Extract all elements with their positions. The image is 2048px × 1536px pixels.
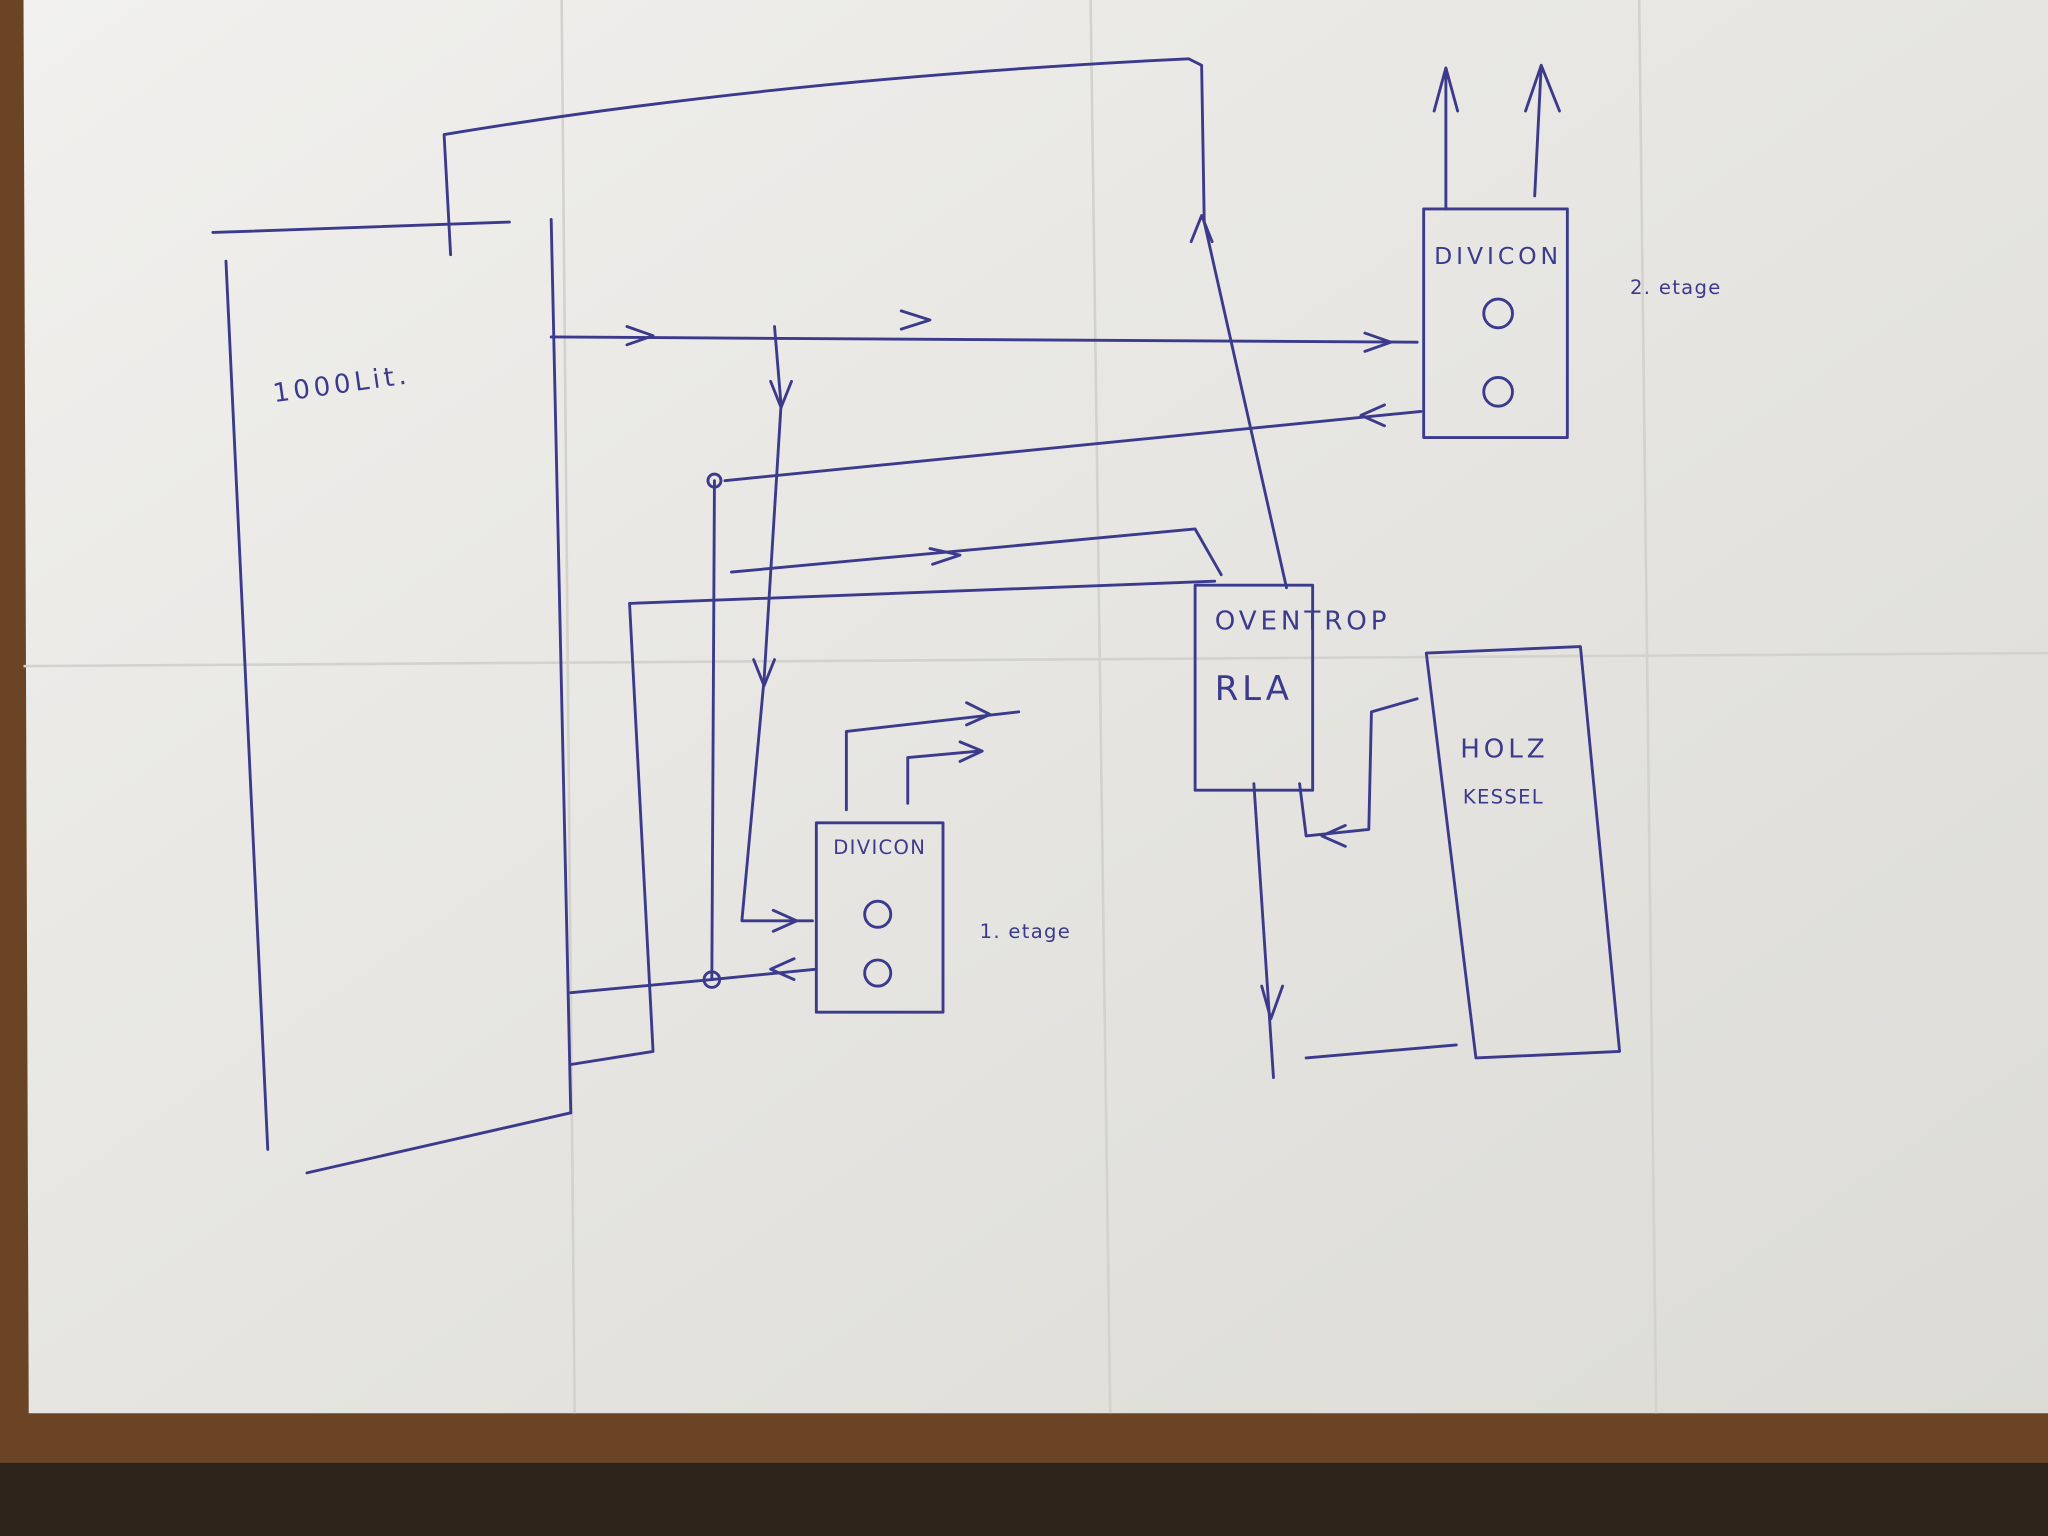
divicon-2nd-floor: DIVICON 2. etage [1422,63,1722,439]
table-shadow [0,1462,2048,1536]
divicon-lower-label: DIVICON [833,836,926,859]
arrow-up-icon [1432,63,1561,211]
arrow-up-icon [1189,214,1214,244]
pump-icon [863,899,893,929]
pipe-supply [549,335,1419,344]
pipe-return-riser [710,479,716,982]
pipe-boiler-to-valve [1298,697,1419,838]
boiler-label-line2: KESSEL [1463,785,1544,808]
pipe-valve-upper [729,527,1223,577]
pipe-return-upper [723,409,1423,483]
junction-icon [706,472,723,489]
floor-label-1: 1. etage [980,920,1072,943]
pipe-tank-to-valve [569,579,1217,1066]
paper-sheet [23,0,2048,1414]
oventrop-rla-valve: OVENTROP RLA [1193,583,1391,792]
arrow-left-icon [769,957,796,982]
arrow-left-icon [1359,403,1386,428]
arrow-right-icon [928,547,962,566]
pipe-boiler-bottom [1304,1043,1458,1060]
boiler-label-line1: HOLZ [1460,735,1548,765]
arrow-left-icon [1320,824,1347,848]
valve-icon [1482,376,1514,408]
valve-label-line1: OVENTROP [1215,607,1391,637]
junction-icon [702,970,722,989]
arrow-right-icon [625,309,1393,353]
divicon-upper-label: DIVICON [1434,242,1562,270]
arrow-down-icon [752,379,799,933]
valve-label-line2: RLA [1215,669,1293,709]
pipe-branch-lower [740,325,814,923]
wood-boiler: HOLZ KESSEL [1424,645,1622,1060]
valve-icon [863,958,893,988]
divicon-1st-floor: DIVICON 1. etage [814,701,1072,1014]
pipes [442,57,1458,1079]
arrow-down-icon [1260,984,1285,1021]
pipe-valve-down [1252,782,1275,1079]
floor-label-2: 2. etage [1630,276,1722,299]
paper-folds [23,0,2048,1414]
pump-icon [1482,297,1514,330]
pipe-top-return [442,57,1288,590]
